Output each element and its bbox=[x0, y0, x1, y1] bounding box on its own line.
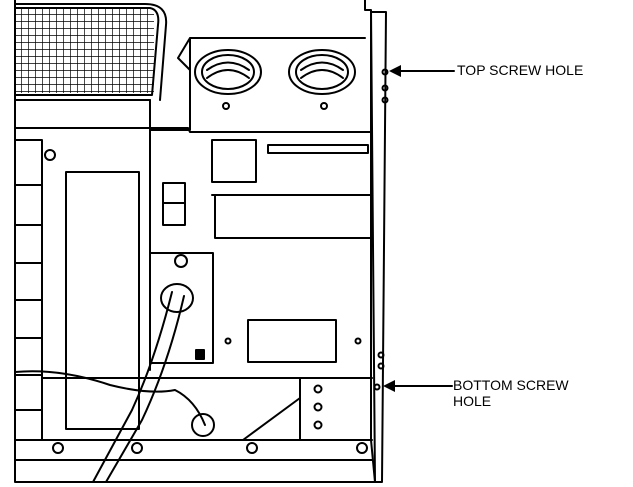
filter-grille bbox=[15, 3, 168, 101]
power-cord bbox=[92, 291, 185, 483]
cabinet-outline bbox=[14, 0, 387, 483]
knob-right-icon bbox=[288, 49, 356, 110]
base-section bbox=[14, 377, 373, 461]
top-screw-hole-label: TOP SCREW HOLE bbox=[457, 62, 584, 78]
drain-cord bbox=[14, 370, 206, 426]
knob-left-icon bbox=[194, 49, 262, 110]
bottom-screw-hole-label: BOTTOM SCREW HOLE bbox=[453, 377, 569, 409]
control-box bbox=[149, 139, 373, 364]
screw-holes-right bbox=[373, 68, 389, 391]
fin-panel bbox=[14, 127, 151, 441]
top-arrow-icon bbox=[389, 65, 401, 77]
bottom-arrow-icon bbox=[383, 380, 395, 392]
upper-panel bbox=[149, 37, 373, 133]
